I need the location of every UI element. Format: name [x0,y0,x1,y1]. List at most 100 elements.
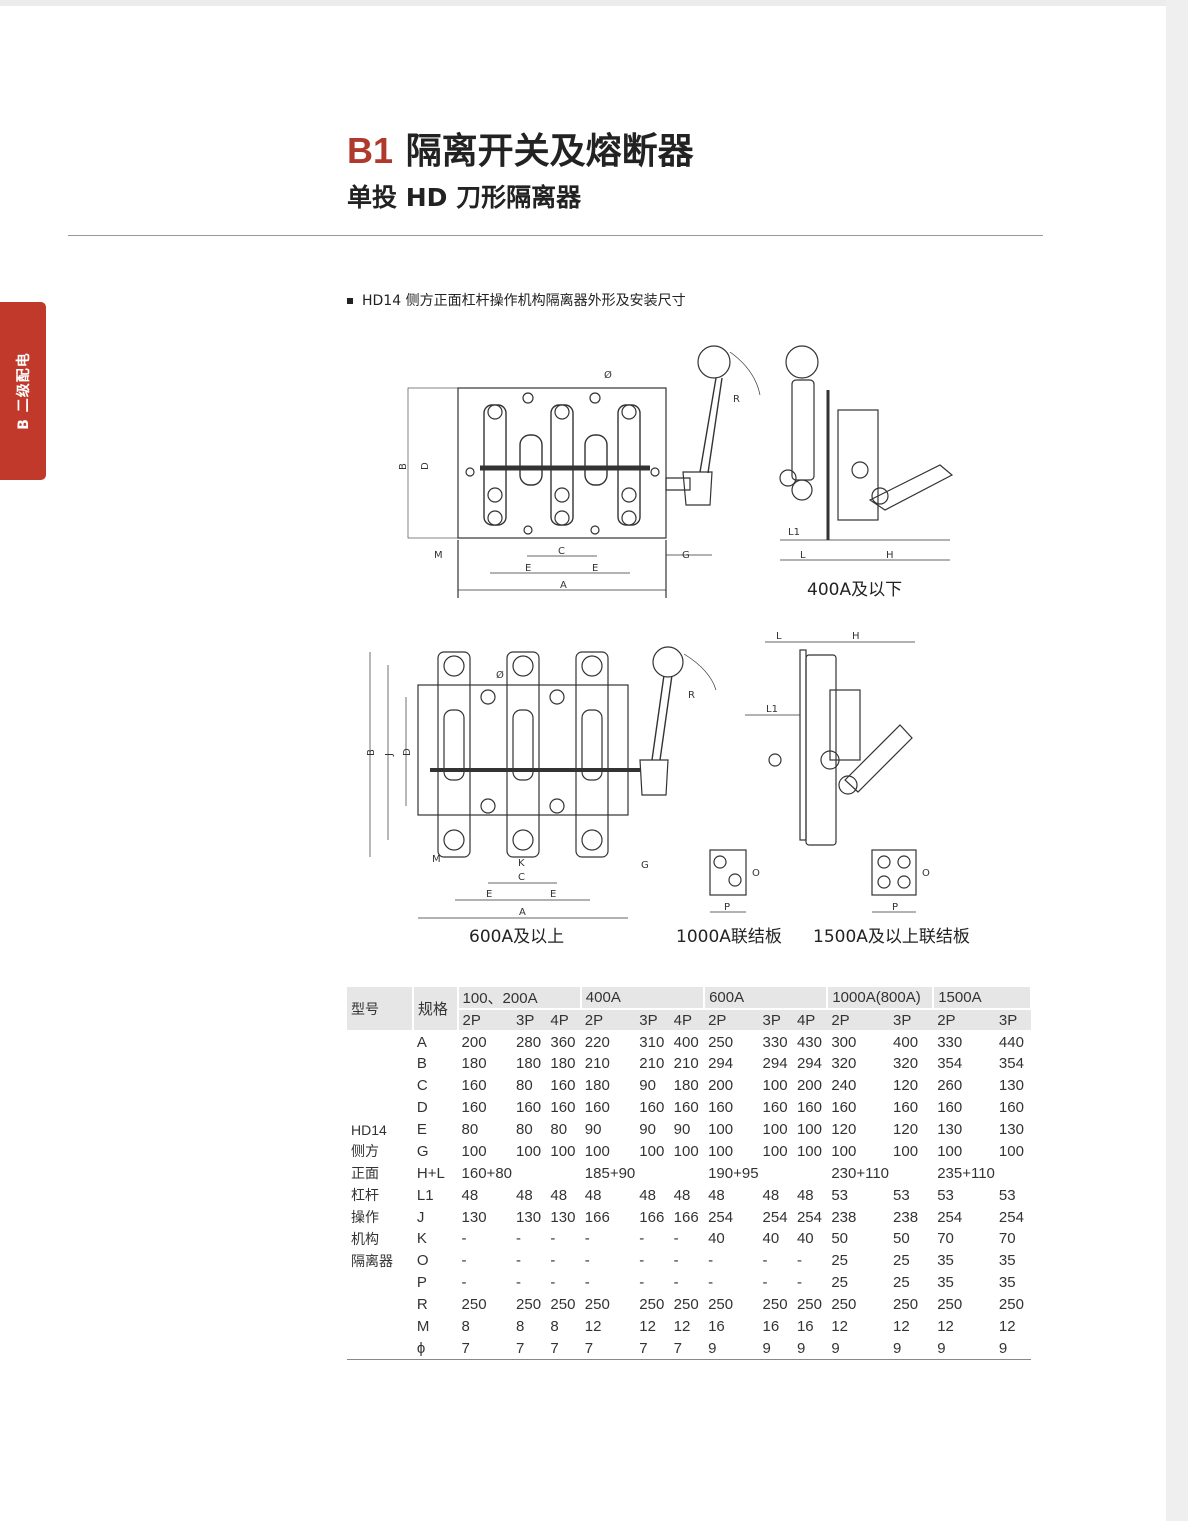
value-cell: 160 [796,1099,822,1117]
title-text: 隔离开关及熔断器 [405,131,694,172]
value-cell: 440 [998,1033,1024,1051]
value-cell: 25 [831,1274,849,1292]
svg-text:A: A [519,907,526,918]
value-cell: - [461,1252,467,1270]
value-cell: 100 [461,1142,487,1160]
spec-cell: D [416,1099,428,1117]
svg-text:L: L [776,631,782,642]
value-cell: 7 [457,1337,513,1360]
dim-label: A [560,580,567,591]
value-cell: 7 [512,1337,547,1360]
value-cell: 160 [461,1077,487,1095]
value-cell: 120 [893,1077,919,1095]
pole-header: 3P [635,1009,670,1032]
rating-group-header: 1500A [933,987,1032,1010]
value-cell: - [550,1274,556,1292]
value-cell: 48 [673,1186,691,1204]
pole-header: 2P [457,1009,513,1032]
value-cell: 330 [762,1033,788,1051]
value-cell: 160 [550,1077,576,1095]
value-cell: 190+95 [708,1164,759,1182]
value-cell: 80 [550,1121,568,1138]
value-cell: 80 [516,1121,533,1138]
value-cell: 9 [994,1337,1031,1360]
value-cell: 160 [998,1099,1024,1117]
svg-text:E: E [525,563,531,574]
value-cell: - [639,1274,645,1292]
value-cell [670,1162,704,1184]
value-cell: 250 [639,1296,665,1314]
svg-text:B: B [398,463,409,470]
value-cell: 25 [831,1252,849,1270]
side-chapter-tab[interactable]: B 二级配电 [0,302,46,480]
svg-text:O: O [922,868,930,879]
value-cell: 48 [584,1186,602,1204]
value-cell: 250 [708,1296,734,1314]
value-cell: 250 [796,1296,822,1314]
value-cell: 90 [639,1077,656,1095]
value-cell: 9 [889,1337,934,1360]
svg-text:E: E [486,889,492,900]
value-cell: 35 [937,1252,954,1270]
value-cell: 100 [796,1121,822,1138]
value-cell: 100 [937,1142,963,1160]
spec-cell: L1 [416,1186,434,1204]
value-cell: 7 [635,1337,670,1360]
rating-group-header: 100、200A [457,987,582,1010]
value-cell: 130 [998,1121,1024,1138]
value-cell: 8 [516,1318,525,1336]
svg-text:Ø: Ø [496,669,504,681]
spec-cell: K [416,1230,427,1248]
rating-group-header: 1000A(800A) [827,987,935,1010]
value-cell: 100 [584,1142,610,1160]
top-border [0,0,1188,6]
svg-text:D: D [420,462,431,470]
value-cell: 180 [550,1055,576,1073]
value-cell: 16 [708,1318,725,1336]
value-cell: 250 [998,1296,1024,1314]
value-cell: 250 [937,1296,963,1314]
value-cell: 50 [831,1230,849,1248]
value-cell: 160 [831,1099,857,1117]
value-cell: 210 [639,1055,665,1073]
value-cell: 12 [831,1318,849,1336]
svg-text:D: D [402,748,413,756]
value-cell: 100 [708,1121,734,1138]
value-cell: 90 [584,1121,602,1138]
value-cell: 48 [516,1186,533,1204]
svg-text:C: C [558,546,565,557]
value-cell: 53 [893,1186,910,1204]
svg-text:P: P [724,902,730,913]
model-cell [347,1031,413,1053]
value-cell: 250 [762,1296,788,1314]
value-cell: 48 [461,1186,479,1204]
value-cell: 250 [831,1296,857,1314]
svg-text:O: O [752,868,760,879]
value-cell: 250 [893,1296,919,1314]
spec-cell: B [416,1055,427,1073]
model-cell: HD14 [351,1121,387,1138]
svg-text:M: M [434,550,443,561]
svg-text:G: G [682,550,690,561]
value-cell: 8 [550,1318,559,1336]
spec-cell: C [416,1077,428,1095]
value-cell: - [796,1252,802,1270]
model-cell [347,1097,413,1119]
spec-cell: ϕ [412,1337,458,1360]
value-cell: 7 [546,1337,581,1360]
svg-text:E: E [592,563,598,574]
spec-header: 规格 [412,987,459,1032]
value-cell [793,1162,827,1184]
value-cell: 40 [762,1230,780,1248]
spec-cell: R [416,1296,428,1314]
value-cell: 12 [998,1318,1016,1336]
value-cell: 160 [461,1099,487,1117]
value-cell: 12 [639,1318,656,1336]
value-cell: - [673,1274,679,1292]
